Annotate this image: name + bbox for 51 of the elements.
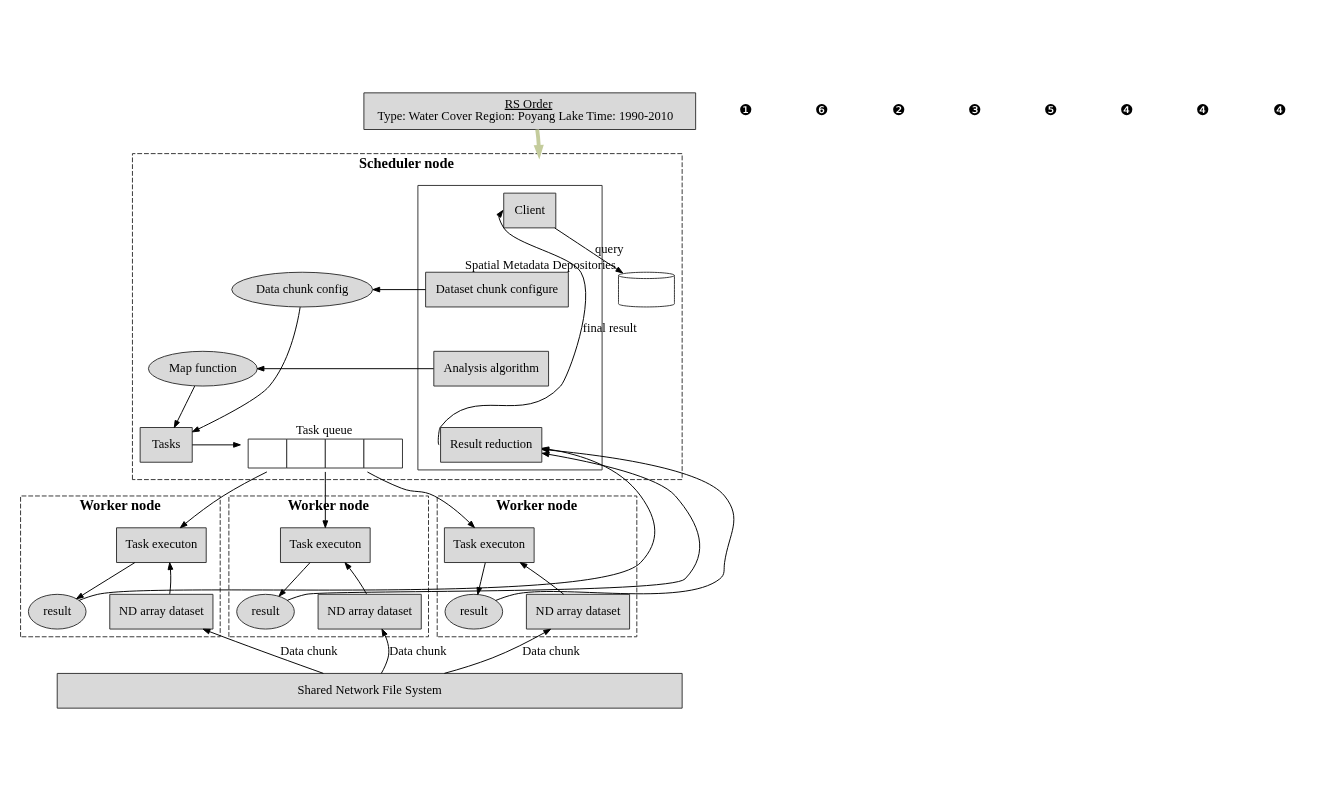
node-ellipse: result: [236, 593, 295, 630]
arrow: [519, 562, 565, 595]
arrow: [278, 562, 311, 597]
arrow: [437, 210, 587, 446]
node-ellipse: Data chunk config: [231, 271, 374, 308]
edge-label: Data chunk: [280, 643, 338, 658]
label: ❺: [1044, 100, 1058, 118]
node-box: ND array dataset: [525, 593, 631, 630]
node-box: Task executon: [280, 527, 371, 563]
arrow: [344, 562, 367, 595]
arrow: [179, 471, 268, 529]
arrow: [76, 562, 136, 600]
node-text: Task queue: [295, 422, 353, 437]
node-box: Tasks: [139, 427, 193, 463]
node-box: ND array dataset: [317, 593, 422, 630]
arrow: [256, 365, 435, 372]
label: ❹: [1196, 100, 1210, 118]
label: ❶: [739, 100, 753, 118]
node-box: Analysis algorithm: [433, 350, 550, 387]
node-box: Task executon: [443, 527, 535, 563]
arrow: [286, 451, 701, 601]
arrow: [202, 628, 324, 674]
node-box: Dataset chunk configure: [425, 271, 569, 308]
arrow: [167, 562, 174, 595]
label: ❹: [1272, 100, 1286, 118]
label: ❹: [1120, 100, 1134, 118]
edge-label: Data chunk: [522, 643, 580, 658]
arrow: [443, 628, 551, 674]
node-box: ND array dataset: [109, 593, 214, 630]
edge-label: final result: [582, 321, 637, 336]
arrow: [78, 446, 656, 601]
node-box: Result reduction: [440, 427, 543, 463]
node-box: Client: [503, 192, 557, 229]
label: ❻: [815, 100, 829, 118]
arrow: [322, 471, 329, 529]
node-ellipse: Map function: [147, 350, 258, 387]
arrow: [173, 385, 196, 428]
arrow: [380, 628, 390, 674]
edge-label: Data chunk: [389, 643, 447, 658]
arrow: [191, 306, 301, 433]
node-box: Shared Network File System: [56, 672, 683, 709]
label: ❸: [967, 100, 981, 118]
arrow: [191, 442, 241, 448]
label: ❷: [891, 100, 905, 118]
arrow: [476, 562, 486, 595]
arrow: [495, 447, 735, 601]
node-box: RS Order Type: Water Cover Region: Poyang Lake Time: 1990-2010: [363, 92, 697, 130]
node-ellipse: result: [444, 593, 504, 630]
node-box: Task executon: [116, 527, 207, 563]
arrow: [372, 286, 426, 293]
edge-label: query: [595, 242, 624, 257]
